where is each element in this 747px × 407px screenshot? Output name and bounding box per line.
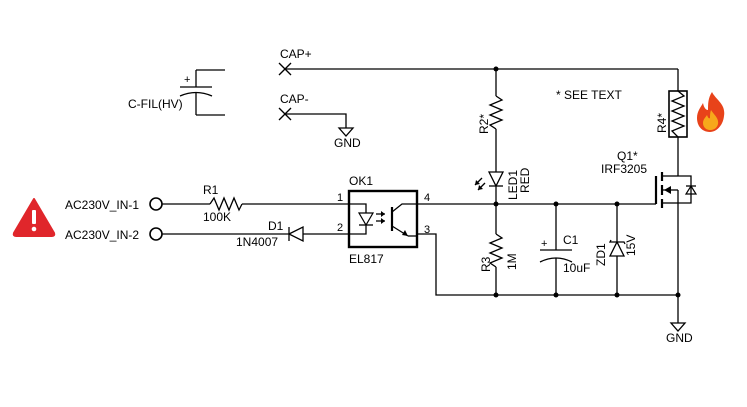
cap-plus-label: CAP+	[280, 47, 312, 61]
r2-name: R2*	[477, 114, 491, 134]
zd1-zener	[608, 239, 626, 257]
input-2-terminal	[149, 227, 163, 241]
c1-name: C1	[563, 233, 579, 247]
ok1-optocoupler	[347, 189, 419, 249]
r3-name: R3	[479, 256, 493, 272]
ground-symbol-bottom	[669, 322, 687, 332]
led1-name: LED1	[506, 170, 520, 200]
ok1-value: EL817	[349, 252, 384, 266]
q1-name: Q1*	[617, 149, 638, 163]
gnd-top-label: GND	[334, 136, 361, 150]
ok1-name: OK1	[349, 174, 373, 188]
r1-value: 100K	[203, 210, 231, 224]
q1-mosfet	[654, 172, 698, 208]
input-2-label: AC230V_IN-2	[65, 228, 139, 242]
input-1-terminal	[149, 197, 163, 211]
see-text-note: * SEE TEXT	[556, 88, 622, 102]
pin-3: 3	[424, 224, 430, 236]
r1-name: R1	[203, 183, 219, 197]
d1-value: 1N4007	[236, 235, 278, 249]
svg-text:+: +	[541, 238, 547, 250]
d1-name: D1	[268, 219, 284, 233]
r4-name: R4*	[655, 113, 669, 133]
pin-1: 1	[337, 192, 343, 204]
q1-value: IRF3205	[601, 162, 647, 176]
gnd-bottom-label: GND	[666, 331, 693, 345]
ground-symbol-top	[337, 127, 355, 137]
led1-symbol	[474, 156, 505, 191]
flame-icon	[697, 92, 725, 132]
c1-value: 10uF	[563, 261, 590, 275]
d1-diode	[287, 225, 304, 243]
zd1-name: ZD1	[594, 243, 608, 266]
pin-4: 4	[424, 192, 430, 204]
led1-value: RED	[518, 167, 532, 193]
svg-text:+: +	[184, 74, 190, 86]
zd1-value: 15V	[624, 235, 638, 256]
r3-value: 1M	[505, 253, 519, 270]
cap-minus-label: CAP-	[280, 92, 309, 106]
c-fil-capacitor: +	[179, 69, 225, 116]
input-1-label: AC230V_IN-1	[65, 198, 139, 212]
c-fil-label: C-FIL(HV)	[128, 97, 183, 111]
pin-2: 2	[337, 222, 343, 234]
warning-triangle-icon	[12, 198, 56, 237]
